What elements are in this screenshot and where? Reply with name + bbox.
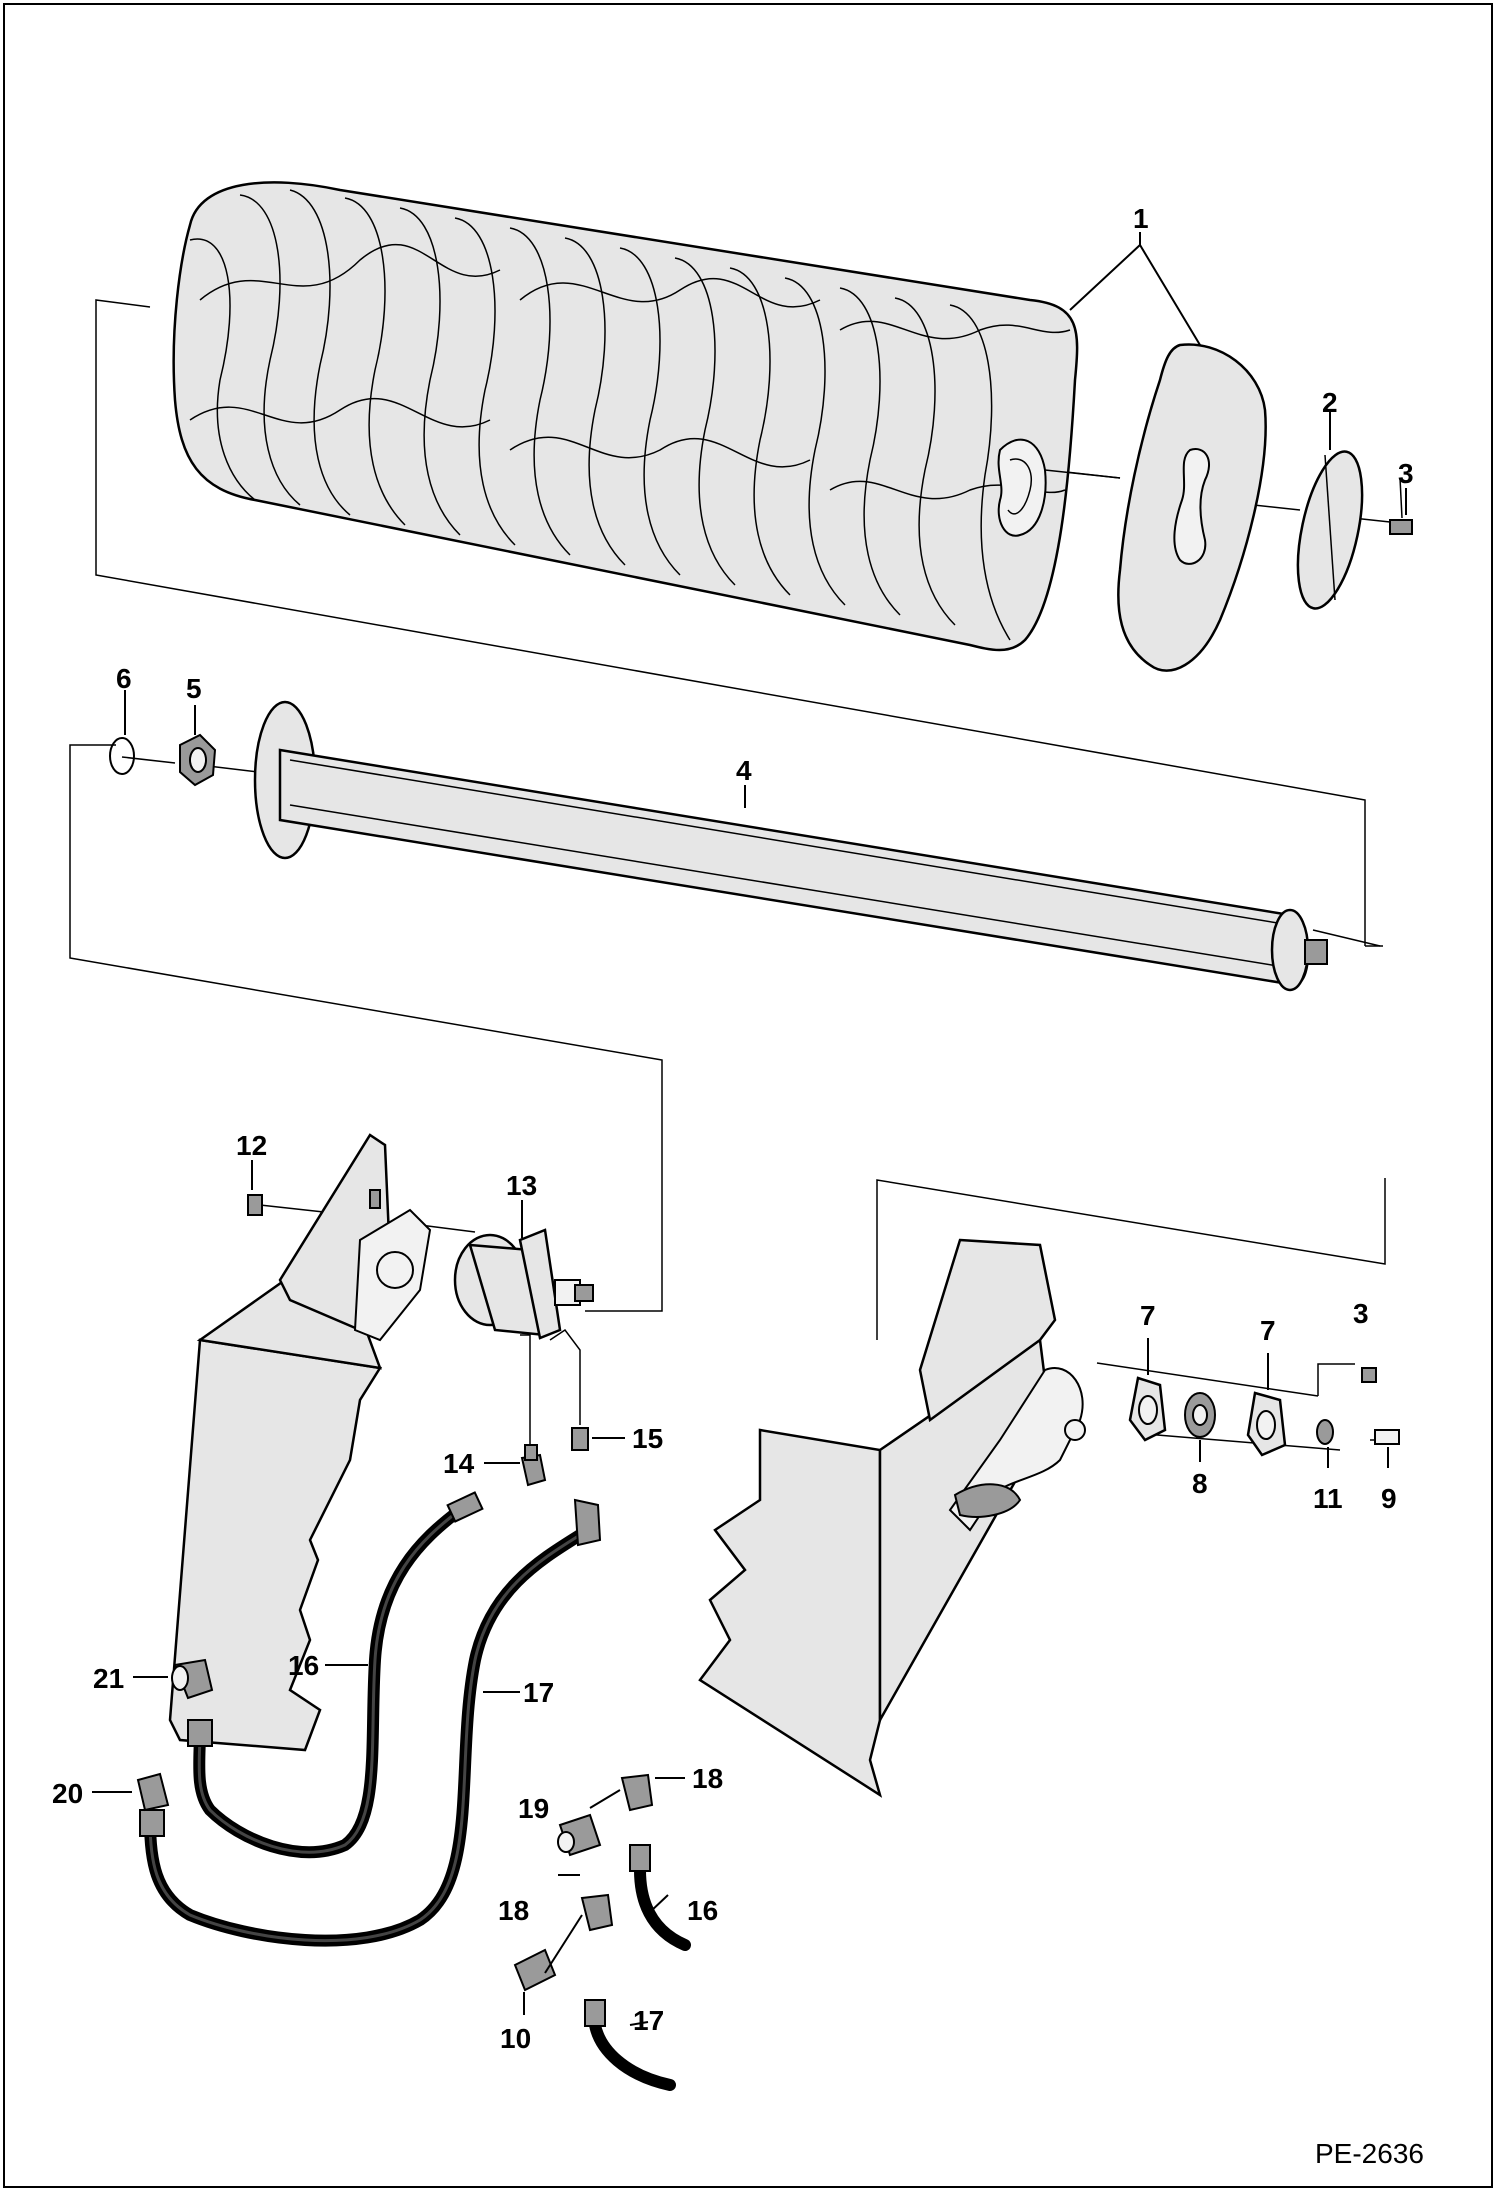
part-7-flange-bearing-left (1128, 1376, 1167, 1442)
part-11-washer (1316, 1419, 1334, 1445)
callout-labels: 1 2 3 6 5 4 12 13 14 15 16 17 21 20 18 1… (52, 203, 1414, 2054)
assembly-guide-lines (69, 299, 1400, 1451)
part-5-nut (179, 733, 217, 787)
part-1-end-plate (1117, 343, 1267, 672)
callout-7-right: 7 (1260, 1315, 1276, 1346)
part-4-shaft (253, 700, 1328, 992)
part-6-snap-ring (109, 737, 135, 775)
callout-7-left: 7 (1140, 1300, 1156, 1331)
callout-13: 13 (506, 1170, 537, 1201)
drawing-border (3, 3, 1493, 2188)
callout-11: 11 (1313, 1483, 1343, 1514)
callout-4: 4 (736, 755, 752, 786)
part-9-bolt (1374, 1429, 1400, 1445)
callout-10: 10 (500, 2023, 531, 2054)
part-3-bolt-right (1361, 1367, 1377, 1383)
part-3-bolt-top (1389, 477, 1413, 535)
part-2-retainer-disc (1296, 450, 1364, 610)
callout-19: 19 (518, 1793, 549, 1824)
callout-16-right: 16 (687, 1895, 718, 1926)
part-16-hose-main (187, 1491, 484, 1859)
callout-2: 2 (1322, 387, 1338, 418)
part-14-elbow-fitting (520, 1444, 547, 1487)
callout-21: 21 (93, 1663, 124, 1694)
callout-5: 5 (186, 673, 202, 704)
callout-12: 12 (236, 1130, 267, 1161)
callout-16-left: 16 (288, 1650, 319, 1681)
callout-3-right: 3 (1353, 1298, 1369, 1329)
part-8-bearing (1184, 1392, 1216, 1438)
callout-14: 14 (443, 1448, 475, 1479)
callout-3-top: 3 (1398, 458, 1414, 489)
right-mount-bracket (698, 1238, 1086, 1798)
part-1-roller-brush (172, 181, 1121, 652)
part-17-hose-end (584, 1999, 676, 2091)
part-10-adapter-fitting (513, 1948, 557, 1992)
callout-20: 20 (52, 1778, 83, 1809)
callout-1: 1 (1133, 203, 1149, 234)
part-17-hose-main (139, 1498, 602, 1947)
callout-18-upper: 18 (692, 1763, 723, 1794)
left-mount-bracket (168, 1133, 432, 1752)
part-16-hose-end (629, 1844, 691, 1951)
callout-8: 8 (1192, 1468, 1208, 1499)
callout-18-lower: 18 (498, 1895, 529, 1926)
part-7-flange-bearing-right (1246, 1391, 1287, 1457)
part-19-adapter-fitting (557, 1813, 602, 1857)
leader-lines (92, 232, 1407, 2026)
callout-17-right: 17 (633, 2005, 664, 2036)
callout-6: 6 (116, 663, 132, 694)
callout-15: 15 (632, 1423, 663, 1454)
callout-17-left: 17 (523, 1677, 554, 1708)
part-13-hydraulic-motor (453, 1228, 594, 1340)
part-18-elbow-fitting-upper (620, 1773, 654, 1812)
part-18-elbow-fitting-lower (580, 1893, 614, 1932)
document-id: PE-2636 (1315, 2138, 1424, 2169)
part-15-fitting (571, 1427, 589, 1451)
callout-9: 9 (1381, 1483, 1397, 1514)
part-20-elbow-fitting (136, 1772, 170, 1812)
part-12-bolt (247, 1194, 263, 1216)
part-21-elbow-fitting (171, 1658, 214, 1700)
